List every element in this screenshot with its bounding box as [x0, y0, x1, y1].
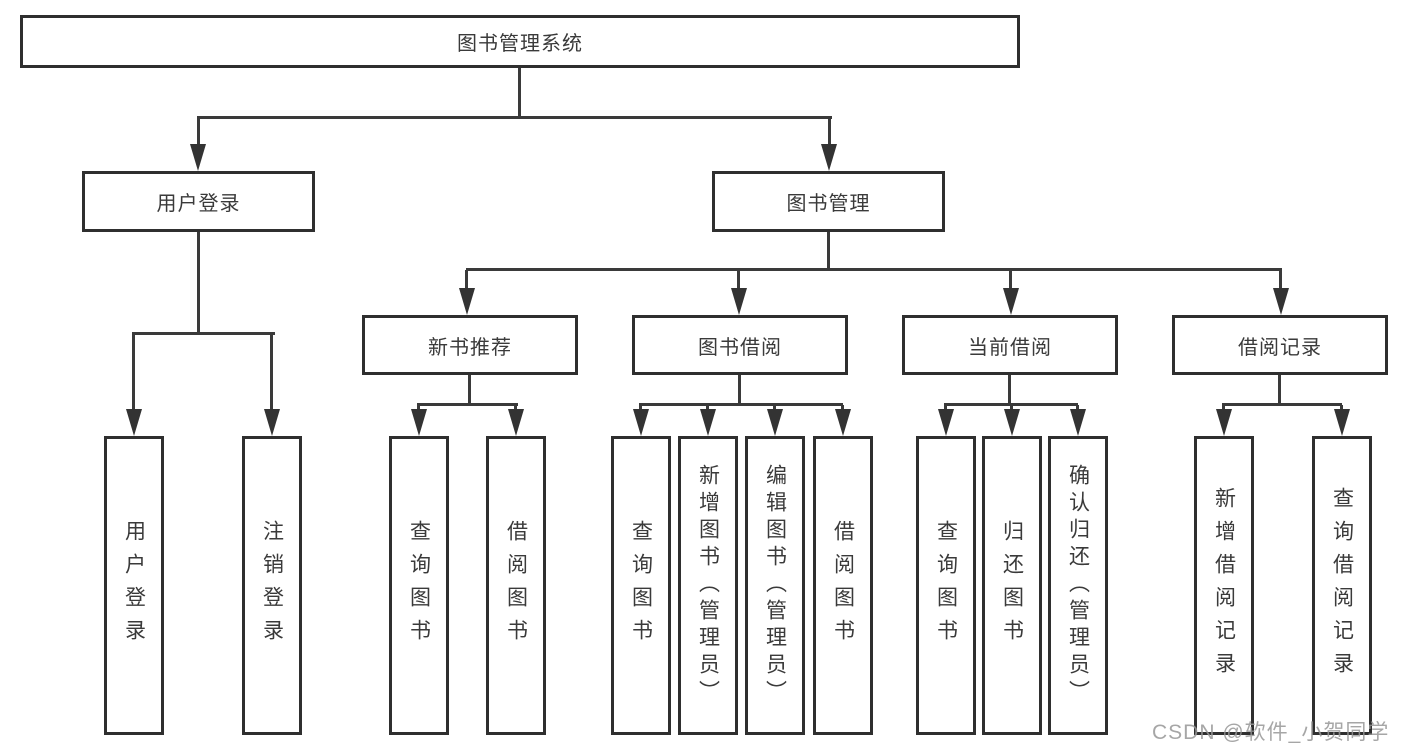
arrow-down-icon: [835, 409, 851, 436]
leaf-label: 归还图书: [1000, 519, 1024, 652]
line-v: [1008, 375, 1011, 406]
arrow-down-icon: [1216, 409, 1232, 436]
arrow-down-icon: [938, 409, 954, 436]
arrow-down-icon: [1004, 409, 1020, 436]
leaf-add-borrow-record: 新增借阅记录: [1194, 436, 1254, 735]
line-h: [944, 403, 1078, 406]
node-book-management: 图书管理: [712, 171, 945, 232]
leaf-label: 查询图书: [407, 519, 431, 652]
line-v: [468, 375, 471, 406]
leaf-label: 注销登录: [260, 519, 284, 652]
arrow-down-icon: [190, 144, 206, 171]
arrow-down-icon: [411, 409, 427, 436]
leaf-add-book-admin: 新增图书（管理员）: [678, 436, 738, 735]
line-v: [197, 232, 200, 334]
arrow-down-icon: [633, 409, 649, 436]
leaf-label: 确认归还（管理员）: [1066, 464, 1090, 707]
line-v: [132, 334, 135, 412]
arrow-down-icon: [1003, 288, 1019, 315]
leaf-user-login: 用户登录: [104, 436, 164, 735]
leaf-confirm-return-admin: 确认归还（管理员）: [1048, 436, 1108, 735]
line-h: [1222, 403, 1342, 406]
line-h: [417, 403, 518, 406]
watermark: CSDN @软件_小贺同学: [1152, 721, 1390, 744]
line-h: [197, 116, 832, 119]
arrow-down-icon: [126, 409, 142, 436]
line-h: [639, 403, 843, 406]
leaf-return-books: 归还图书: [982, 436, 1042, 735]
leaf-label: 用户登录: [122, 519, 146, 652]
arrow-down-icon: [1070, 409, 1086, 436]
leaf-borrow-books-2: 借阅图书: [813, 436, 873, 735]
arrow-down-icon: [459, 288, 475, 315]
node-library-system: 图书管理系统: [20, 15, 1020, 68]
arrow-down-icon: [508, 409, 524, 436]
line-v: [828, 118, 831, 146]
leaf-label: 新增图书（管理员）: [696, 464, 720, 707]
leaf-query-books-1: 查询图书: [389, 436, 449, 735]
line-h: [466, 268, 1282, 271]
node-current-borrowing: 当前借阅: [902, 315, 1118, 375]
leaf-label: 查询图书: [629, 519, 653, 652]
arrow-down-icon: [1334, 409, 1350, 436]
leaf-edit-book-admin: 编辑图书（管理员）: [745, 436, 805, 735]
line-v: [465, 270, 468, 292]
line-v: [737, 270, 740, 292]
arrow-down-icon: [264, 409, 280, 436]
arrow-down-icon: [767, 409, 783, 436]
arrow-down-icon: [700, 409, 716, 436]
line-v: [1279, 270, 1282, 292]
leaf-label: 编辑图书（管理员）: [763, 464, 787, 707]
line-v: [1278, 375, 1281, 406]
line-v: [738, 375, 741, 406]
leaf-label: 查询借阅记录: [1330, 486, 1354, 685]
line-v: [197, 118, 200, 146]
arrow-down-icon: [731, 288, 747, 315]
line-h: [132, 332, 275, 335]
leaf-label: 新增借阅记录: [1212, 486, 1236, 685]
line-v: [270, 334, 273, 412]
node-book-borrowing: 图书借阅: [632, 315, 848, 375]
leaf-query-books-2: 查询图书: [611, 436, 671, 735]
node-user-login: 用户登录: [82, 171, 315, 232]
leaf-label: 借阅图书: [504, 519, 528, 652]
arrow-down-icon: [821, 144, 837, 171]
node-new-book-recommend: 新书推荐: [362, 315, 578, 375]
leaf-label: 查询图书: [934, 519, 958, 652]
node-borrowing-records: 借阅记录: [1172, 315, 1388, 375]
line-v: [518, 68, 521, 118]
line-v: [827, 232, 830, 270]
leaf-label: 借阅图书: [831, 519, 855, 652]
leaf-logout: 注销登录: [242, 436, 302, 735]
leaf-query-borrow-record: 查询借阅记录: [1312, 436, 1372, 735]
arrow-down-icon: [1273, 288, 1289, 315]
line-v: [1009, 270, 1012, 292]
leaf-borrow-books-1: 借阅图书: [486, 436, 546, 735]
leaf-query-books-3: 查询图书: [916, 436, 976, 735]
